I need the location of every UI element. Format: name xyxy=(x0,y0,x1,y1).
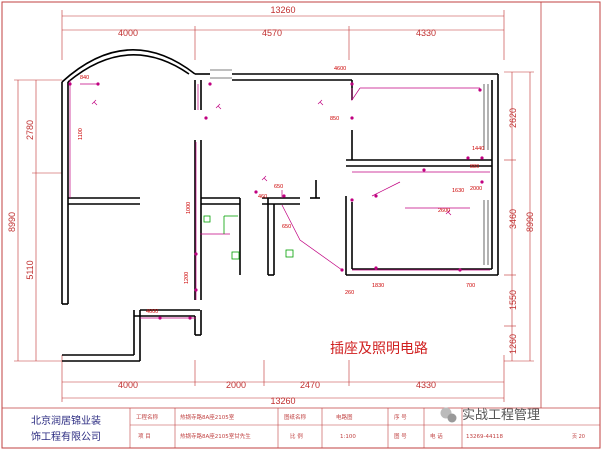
dim-bottom-seg-4: 4330 xyxy=(416,380,436,390)
note-650-b: 650 xyxy=(282,224,291,230)
dim-right-seg-1: 2620 xyxy=(508,108,518,128)
socket-markers xyxy=(68,82,484,320)
label-phone: 电 话 xyxy=(430,432,443,440)
page-number: 页 20 xyxy=(572,434,585,440)
dim-top-seg-1: 4000 xyxy=(118,28,138,38)
dim-bottom-seg-1: 4000 xyxy=(118,380,138,390)
note-840: 840 xyxy=(80,75,89,81)
switch-markers xyxy=(91,99,452,216)
dim-top-seg-3: 4330 xyxy=(416,28,436,38)
drawing-title: 插座及照明电路 xyxy=(330,341,428,357)
note-700: 700 xyxy=(466,283,475,289)
dim-right-seg-2: 3460 xyxy=(508,209,518,229)
right-dimensions xyxy=(504,71,534,362)
label-drawing-name: 图纸名称 xyxy=(284,413,307,421)
left-dimensions xyxy=(14,79,62,362)
window-markers xyxy=(210,69,489,265)
value-phone: 13269-44118 xyxy=(466,434,503,440)
note-2000: 2000 xyxy=(470,186,482,192)
note-1830: 1830 xyxy=(372,283,384,289)
label-scale: 比 例 xyxy=(290,432,303,440)
note-850: 850 xyxy=(330,116,339,122)
note-1630: 1630 xyxy=(452,188,464,194)
dim-left-seg-1: 2780 xyxy=(25,120,35,140)
value-scale: 1:100 xyxy=(340,434,356,440)
dim-top-seg-2: 4570 xyxy=(262,28,282,38)
note-880: 880 xyxy=(470,164,479,170)
note-2600: 2600 xyxy=(438,208,450,214)
dim-top-total: 13260 xyxy=(270,5,295,15)
title-block-grid xyxy=(129,408,600,448)
dim-right-seg-4: 1260 xyxy=(508,334,518,354)
note-1200: 1200 xyxy=(184,272,190,284)
label-serial: 序 号 xyxy=(394,413,407,421)
dim-bottom-seg-2: 2000 xyxy=(226,380,246,390)
company-name-line2: 饰工程有限公司 xyxy=(31,430,101,443)
company-name-line1: 北京润居锦业装 xyxy=(31,414,101,427)
label-project-name: 工程名称 xyxy=(136,413,159,421)
note-1000: 1000 xyxy=(186,202,192,214)
value-project-name: 热锅寺路8A座2105室 xyxy=(180,413,235,421)
bottom-dimensions xyxy=(61,355,505,402)
dim-bottom-seg-3: 2470 xyxy=(300,380,320,390)
note-260: 260 xyxy=(345,290,354,296)
note-4600-b: 4600 xyxy=(146,309,158,315)
value-drawing-name: 电路图 xyxy=(336,413,353,421)
note-4600: 4600 xyxy=(334,66,346,72)
dim-left-total: 8990 xyxy=(7,212,17,232)
note-1100: 1100 xyxy=(78,128,84,140)
note-1440: 1440 xyxy=(472,146,484,152)
value-item: 热锅寺路8A座2105室甘先生 xyxy=(180,432,251,440)
circuit-lines xyxy=(69,80,490,319)
wechat-icon xyxy=(440,407,457,423)
dim-bottom-total: 13260 xyxy=(270,396,295,406)
note-460: 460 xyxy=(258,194,267,200)
plumbing-fixtures xyxy=(203,215,294,260)
dim-left-seg-2: 5110 xyxy=(25,260,35,279)
dim-right-total: 8990 xyxy=(525,212,535,232)
label-drawing-no: 图 号 xyxy=(394,432,407,440)
dim-right-seg-3: 1550 xyxy=(508,290,518,310)
label-item: 项 目 xyxy=(138,433,151,440)
note-650: 650 xyxy=(274,184,283,190)
walls xyxy=(61,49,499,362)
top-dimensions xyxy=(61,10,505,60)
watermark-text: 实战工程管理 xyxy=(462,408,540,423)
